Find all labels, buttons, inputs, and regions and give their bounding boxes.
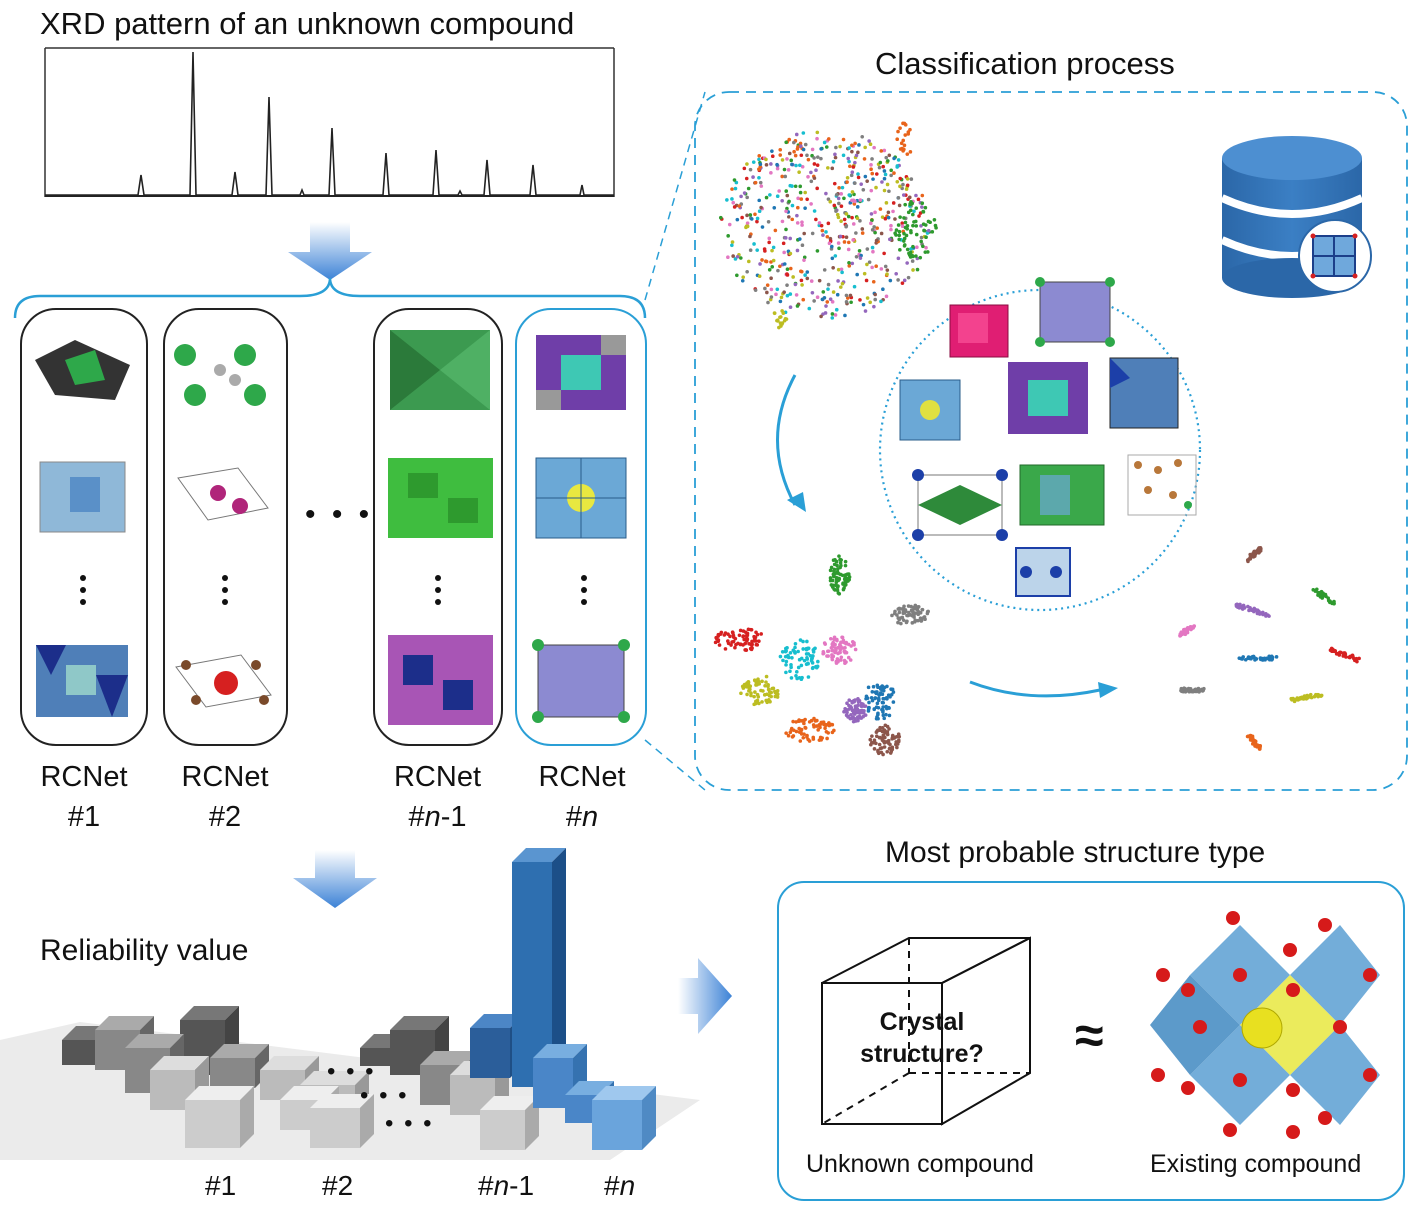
existing-crystal-structure	[1150, 911, 1380, 1139]
database-icon	[1220, 136, 1372, 298]
reliability-bar-face	[62, 1040, 102, 1065]
reliability-bar-face	[185, 1086, 254, 1100]
structure-cluster-circle	[878, 288, 1202, 612]
reliability-bar-face	[552, 848, 566, 1087]
unknown-compound-label: Unknown compound	[806, 1150, 1034, 1178]
reliability-bar-face	[565, 1095, 600, 1123]
curve-arrow-down	[776, 374, 797, 506]
curve-arrow-right	[969, 680, 1101, 698]
reliability-bar-face	[185, 1100, 240, 1148]
rcnet-panel-1[interactable]	[20, 308, 148, 746]
tsne-scatter-separated	[1178, 545, 1361, 751]
rcnet-panel-n[interactable]	[515, 308, 647, 746]
rcnet-panel-n-minus-1[interactable]	[373, 308, 503, 746]
bars-ellipsis-2: • • •	[360, 1082, 409, 1109]
tsne-scatter-mixed	[718, 121, 938, 330]
down-arrow-1	[288, 222, 372, 280]
classification-panel	[694, 91, 1408, 791]
reliability-bar-face	[125, 1034, 184, 1048]
reliability-bar-face	[150, 1070, 195, 1110]
horizontal-ellipsis: • • •	[305, 498, 374, 531]
reliability-bar-face	[150, 1056, 209, 1070]
unknown-crystal-cube	[821, 936, 1031, 1126]
approx-symbol: ≈	[1075, 1007, 1104, 1065]
reliability-bar-face	[300, 1071, 369, 1085]
rcnet-label-n-minus-1: RCNet #n-1	[393, 761, 481, 833]
reliability-bar-face	[260, 1056, 319, 1070]
curly-brace	[13, 277, 647, 319]
xrd-curve	[45, 51, 614, 196]
bars-ellipsis-3: • • •	[385, 1110, 434, 1137]
down-arrow-2	[293, 850, 377, 908]
reliability-bar-face	[480, 1110, 525, 1150]
rcnet-label-2: RCNet#2	[181, 761, 269, 833]
right-arrow	[678, 958, 732, 1034]
structure-icons-in-circle	[899, 277, 1197, 597]
reliability-bar-face	[470, 1014, 524, 1028]
reliability-bar-face	[533, 1058, 573, 1108]
reliability-bar-face	[480, 1096, 539, 1110]
reliability-bar-face	[642, 1086, 656, 1150]
reliability-bar-face	[360, 1094, 374, 1148]
rcnet-panel-2[interactable]	[163, 308, 288, 746]
reliability-label-n-minus-1: #n-1	[478, 1170, 535, 1201]
xrd-title: XRD pattern of an unknown compound	[40, 6, 575, 41]
reliability-bars	[62, 848, 656, 1150]
reliability-bar-face	[360, 1048, 390, 1066]
result-panel	[777, 881, 1405, 1201]
reliability-bar-face	[180, 1006, 239, 1020]
reliability-bar-face	[310, 1108, 360, 1148]
reliability-bar-face	[310, 1094, 374, 1108]
reliability-bar-face	[592, 1100, 642, 1150]
reliability-bar-face	[210, 1044, 269, 1058]
reliability-bar-face	[95, 1016, 154, 1030]
reliability-bar-face	[512, 848, 566, 862]
reliability-bar-face	[450, 1075, 495, 1115]
reliability-bar-face	[210, 1058, 255, 1088]
xrd-pattern-plot	[44, 47, 615, 197]
reliability-label-n: #n	[604, 1170, 636, 1201]
reliability-bar-face	[240, 1086, 254, 1148]
reliability-title: Reliability value	[40, 934, 249, 967]
result-title: Most probable structure type	[885, 836, 1266, 869]
tsne-scatter-partial	[713, 554, 930, 757]
reliability-bar-face	[512, 862, 552, 1087]
reliability-bar-face	[390, 1016, 449, 1030]
reliability-bar-face	[592, 1086, 656, 1100]
reliability-label-1: #1	[205, 1170, 237, 1201]
reliability-bar-face	[533, 1044, 587, 1058]
reliability-bar-face	[525, 1096, 539, 1150]
existing-compound-label: Existing compound	[1150, 1150, 1362, 1178]
rcnet-label-n: RCNet #n	[538, 761, 626, 833]
bars-ellipsis-1: • • •	[327, 1058, 376, 1085]
reliability-bar-face	[470, 1028, 510, 1078]
reliability-label-2: #2	[322, 1170, 354, 1201]
classification-title: Classification process	[875, 46, 1175, 81]
rcnet-label-1: RCNet#1	[40, 761, 128, 833]
